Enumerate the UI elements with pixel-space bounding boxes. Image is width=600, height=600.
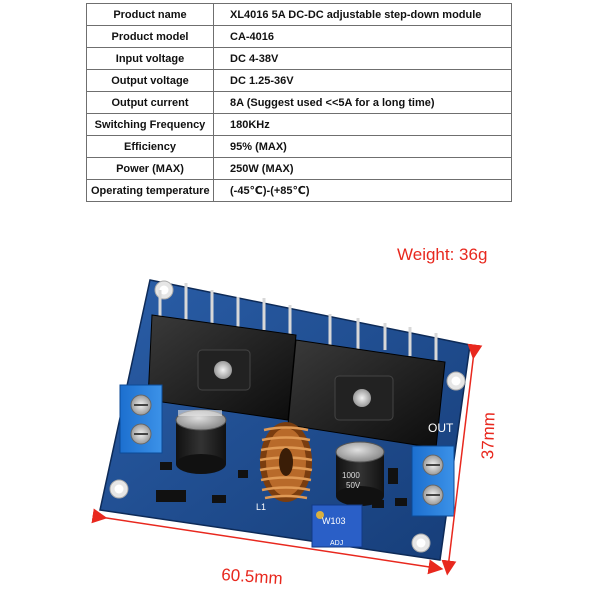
width-dimension-label: 60.5mm — [220, 565, 284, 589]
spec-key: Efficiency — [86, 135, 214, 158]
table-row: Input voltage DC 4-38V — [86, 47, 512, 70]
pot-label: W103 — [322, 516, 346, 526]
input-terminal — [119, 384, 163, 454]
inductor-coil — [259, 422, 313, 502]
inductor-label: L1 — [256, 502, 266, 512]
spec-key: Operating temperature — [86, 179, 214, 202]
table-row: Power (MAX) 250W (MAX) — [86, 157, 512, 180]
smd-components — [156, 462, 407, 508]
table-row: Operating temperature (-45℃)-(+85℃) — [86, 179, 512, 202]
table-row: Efficiency 95% (MAX) — [86, 135, 512, 158]
height-dimension-label: 37mm — [478, 411, 499, 460]
out-label: OUT — [428, 421, 454, 435]
capacitor-voltage: 50V — [346, 481, 361, 490]
table-row: Output current 8A (Suggest used <<5A for… — [86, 91, 512, 114]
adj-label: ADJ — [330, 540, 343, 547]
spec-value: (-45℃)-(+85℃) — [213, 179, 512, 202]
heatsink-right — [287, 339, 446, 449]
spec-value: 8A (Suggest used <<5A for a long time) — [213, 91, 512, 114]
weight-label: Weight: 36g — [397, 245, 488, 264]
capacitor-value: 1000 — [342, 471, 360, 480]
heatsink-left — [147, 314, 297, 421]
spec-table: Product name XL4016 5A DC-DC adjustable … — [86, 3, 512, 202]
output-terminal — [411, 445, 455, 517]
spec-value: 250W (MAX) — [213, 157, 512, 180]
capacitor-left — [175, 409, 227, 474]
spec-value: 95% (MAX) — [213, 135, 512, 158]
capacitor-right — [335, 441, 385, 506]
spec-key: Input voltage — [86, 47, 214, 70]
dimension-arrows — [91, 343, 483, 576]
